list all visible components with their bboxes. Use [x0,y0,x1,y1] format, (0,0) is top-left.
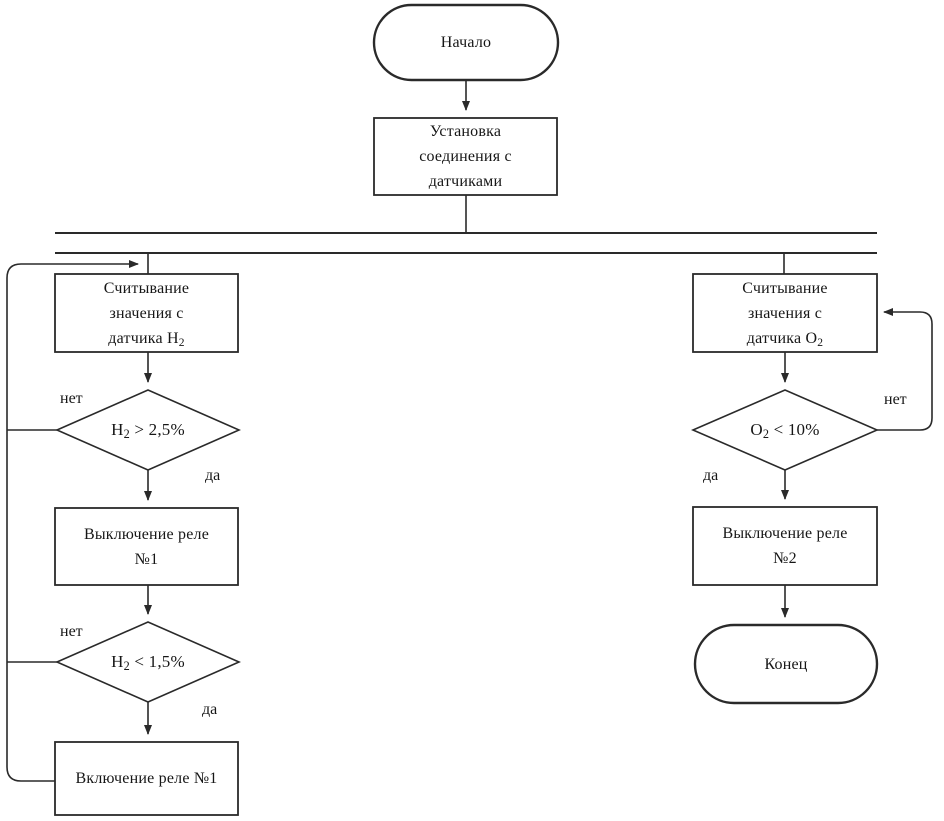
h2-high-no-label: нет [60,390,83,407]
h2-high-decision-shape [55,389,241,471]
relay1-off-node-label: Выключение реле №1 [83,525,210,568]
relay1-on-process-shape [54,741,239,816]
o2-no-label: нет [884,391,907,408]
read-o2-node-label: Считывание значения с датчика O2 [742,279,828,349]
start-terminator-shape [372,3,560,82]
end-terminator-shape [693,623,879,705]
o2-decision-shape [690,389,880,471]
h2-low-decision-label: H2 < 1,5% [111,652,185,674]
read-h2-process-shape [54,273,239,353]
relay2-off-process-shape [692,506,878,586]
h2-high-decision-label: H2 > 2,5% [111,420,185,442]
setup-process-shape [373,117,558,196]
read-h2-node-label: Считывание значения с датчика H2 [103,279,190,349]
h2-low-decision-shape [55,621,241,703]
end-node-label: Конец [764,655,808,673]
read-o2-process-shape [692,273,878,353]
loop-left-return [6,260,139,782]
o2-yes-label: да [703,467,719,484]
h2-high-yes-label: да [205,467,221,484]
relay2-off-node-label: Выключение реле №2 [722,525,848,567]
setup-node-label: Установка соединения с датчиками [419,123,512,190]
o2-decision-label: O2 < 10% [750,420,820,442]
loop-right-return [877,308,933,431]
relay1-off-process-shape [54,507,239,586]
relay1-on-node-label: Включение реле №1 [75,770,218,787]
h2-low-yes-label: да [202,701,218,718]
start-node-label: Начало [440,34,492,51]
h2-low-no-label: нет [60,623,83,640]
